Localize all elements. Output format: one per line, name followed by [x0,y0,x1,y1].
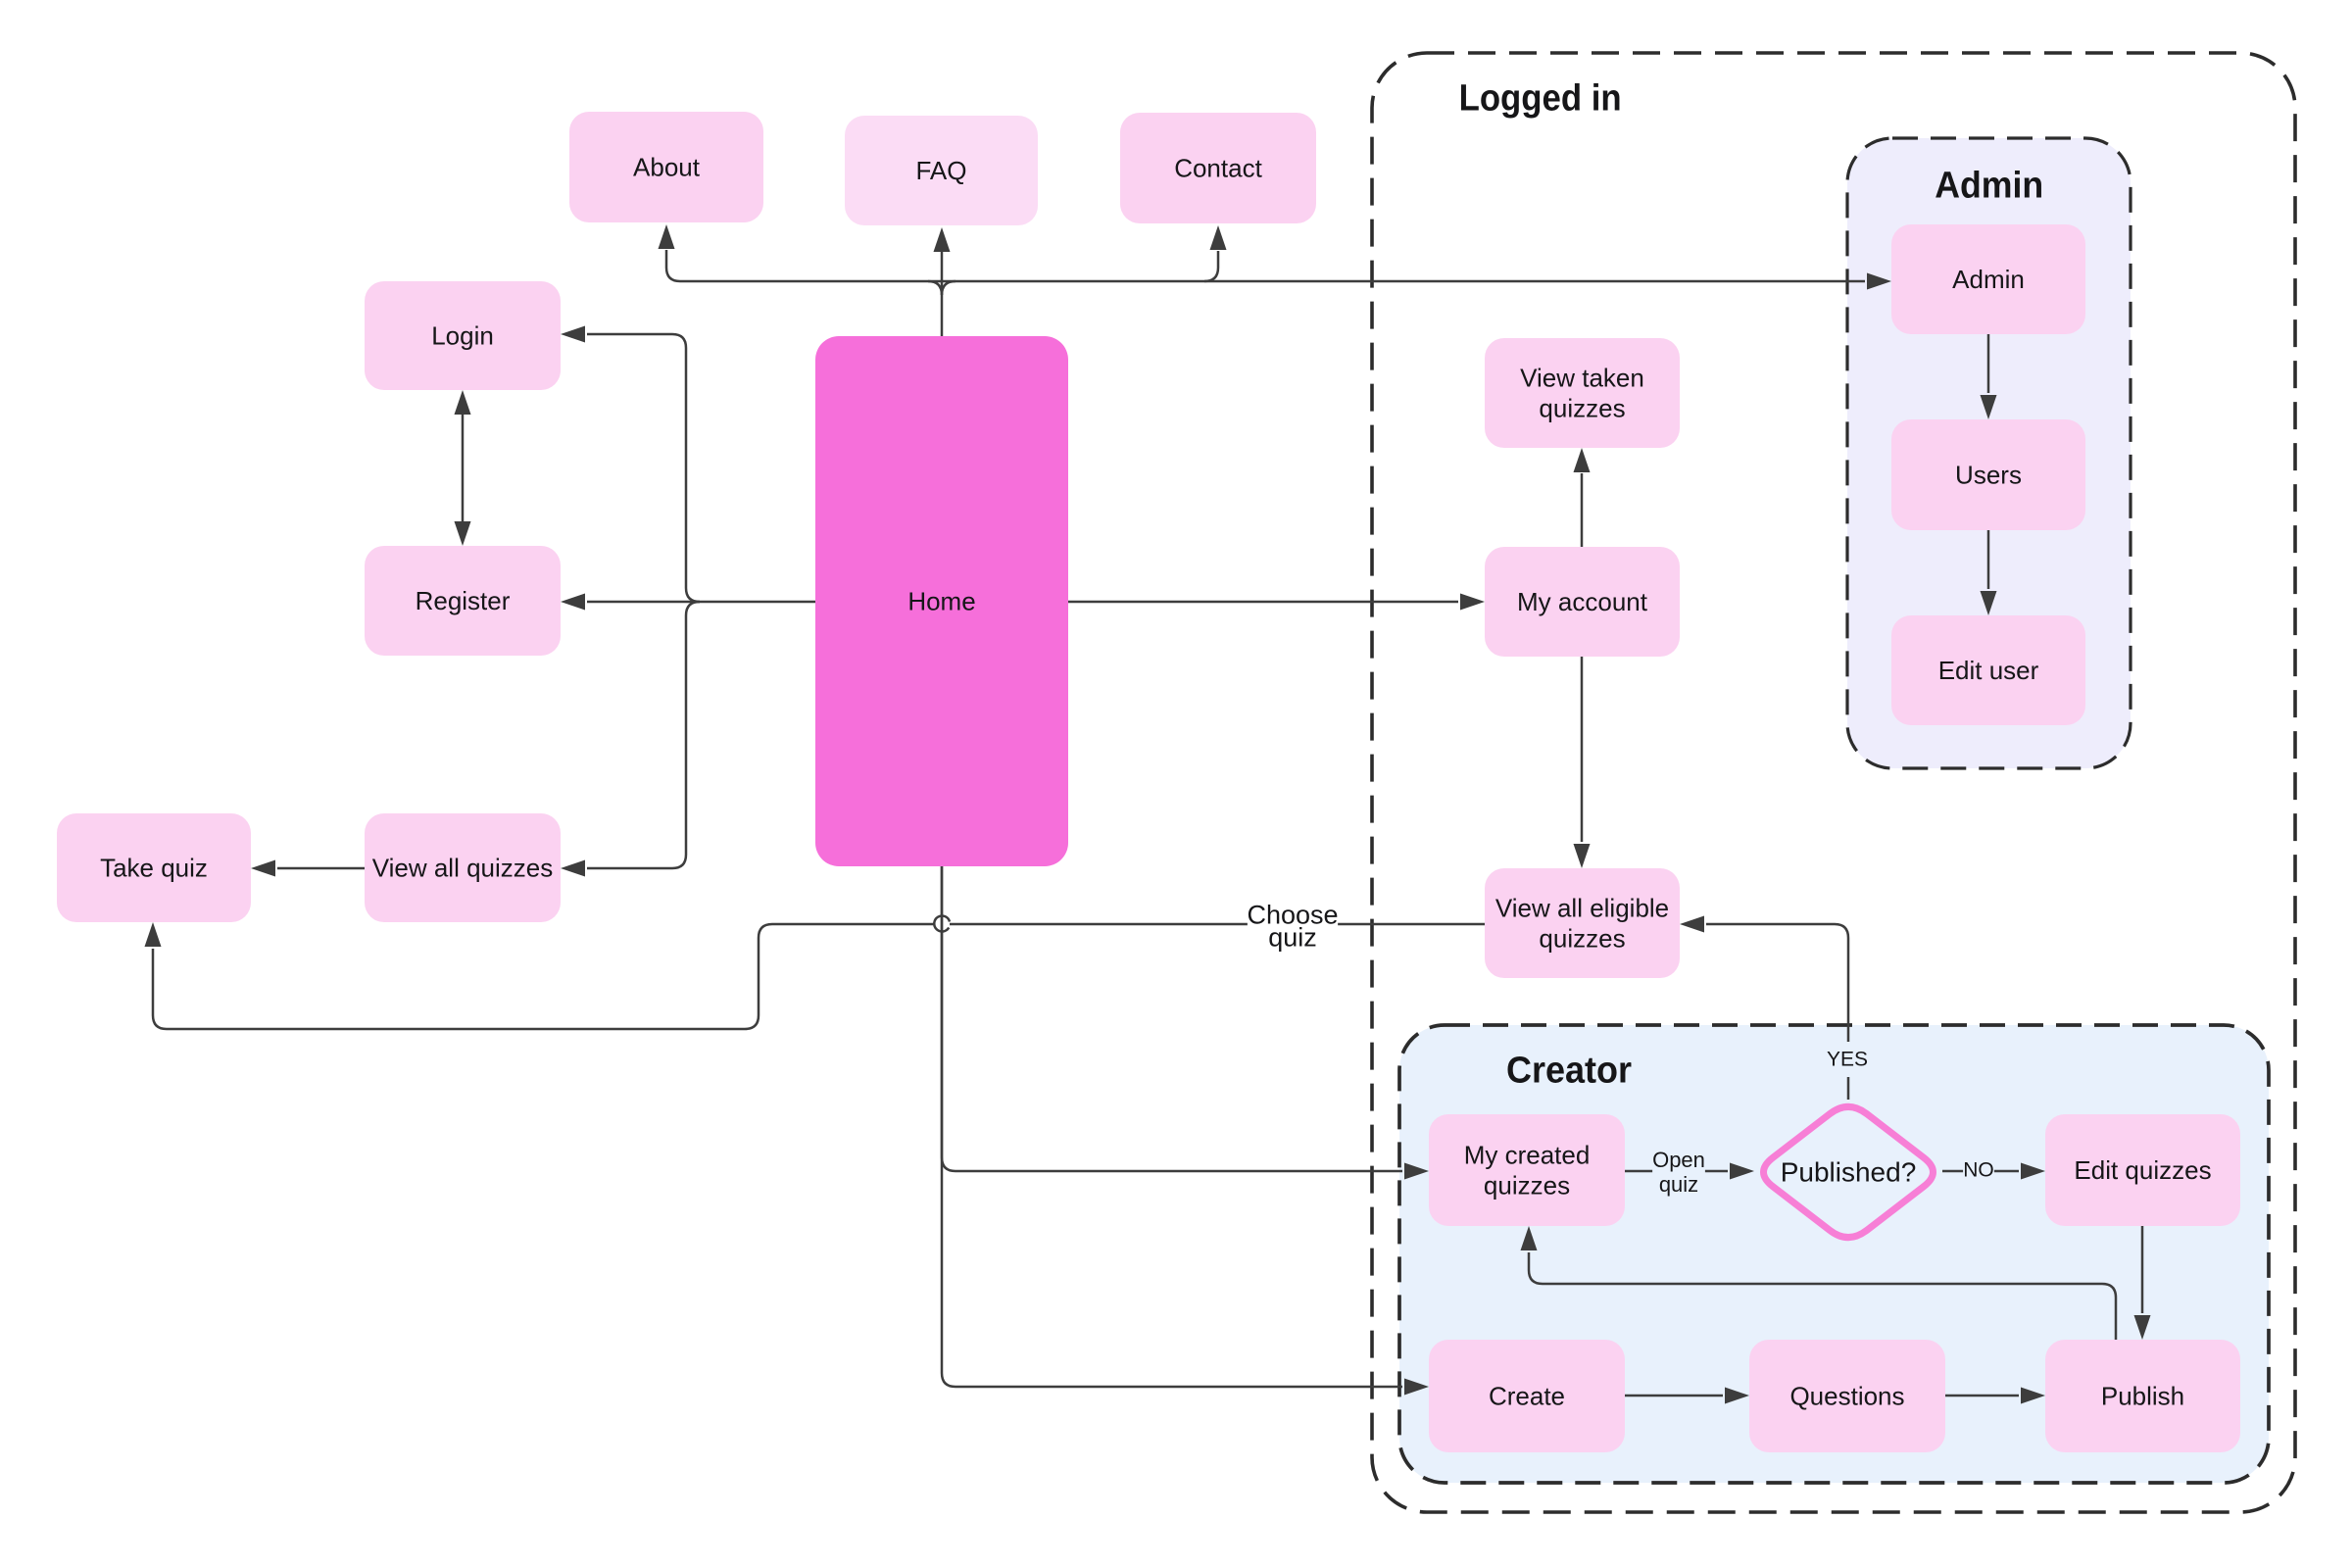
svg-text:Users: Users [1955,461,2022,490]
svg-text:View all eligible: View all eligible [1495,894,1669,923]
svg-text:Register: Register [416,586,511,615]
svg-text:quizzes: quizzes [1484,1171,1570,1200]
svg-text:quizzes: quizzes [1539,394,1625,423]
svg-text:Edit quizzes: Edit quizzes [2074,1155,2211,1185]
svg-text:quizzes: quizzes [1539,924,1625,954]
svg-text:Admin: Admin [1952,265,2025,294]
svg-text:Take quiz: Take quiz [100,854,208,883]
svg-text:Choose: Choose [1247,901,1338,930]
svg-text:quiz: quiz [1268,923,1317,953]
svg-text:My account: My account [1517,587,1648,616]
svg-text:About: About [633,153,701,182]
svg-text:Contact: Contact [1174,154,1262,183]
svg-text:View taken: View taken [1520,364,1644,393]
svg-text:Creator: Creator [1506,1051,1632,1092]
svg-text:Edit user: Edit user [1938,656,2039,685]
svg-text:quiz: quiz [1659,1172,1698,1197]
svg-text:Home: Home [907,587,975,616]
svg-text:FAQ: FAQ [915,156,966,185]
svg-text:Login: Login [431,321,494,351]
svg-text:Logged in: Logged in [1459,78,1622,120]
svg-text:Create: Create [1489,1382,1565,1411]
svg-text:NO: NO [1963,1159,1994,1182]
svg-text:YES: YES [1827,1049,1868,1071]
svg-text:Open: Open [1652,1148,1705,1172]
svg-text:Publish: Publish [2101,1382,2184,1411]
svg-text:View all quizzes: View all quizzes [372,854,554,883]
svg-text:Published?: Published? [1781,1157,1917,1188]
svg-text:Questions: Questions [1789,1382,1904,1411]
svg-text:Admin: Admin [1935,165,2043,206]
svg-text:My created: My created [1464,1141,1591,1170]
